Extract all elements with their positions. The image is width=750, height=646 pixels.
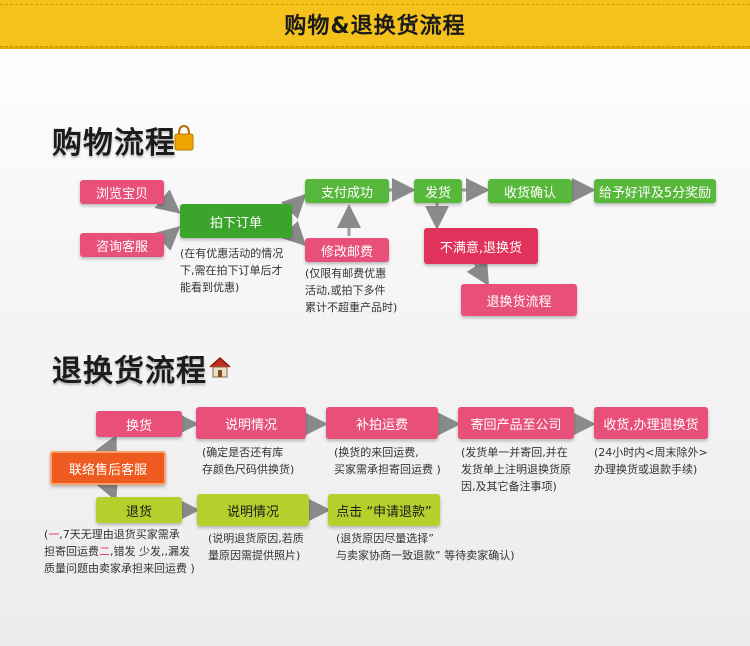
postage-note: (仅限有邮费优惠 活动,或拍下多件 累计不超重产品时) bbox=[305, 267, 398, 314]
browse-products-step: 浏览宝贝 bbox=[80, 180, 164, 204]
header-banner: 购物&退换货流程 bbox=[0, 0, 750, 47]
return-flow-step: 退换货流程 bbox=[461, 284, 577, 316]
send-back-note: (发货单一并寄回,并在 发货单上注明退换货原 因,及其它备注事项) bbox=[461, 446, 571, 493]
house-icon bbox=[209, 356, 231, 378]
consult-service-step: 咨询客服 bbox=[80, 233, 164, 257]
returns-section-title: 退换货流程 bbox=[52, 354, 207, 389]
contact-aftersales-step: 联络售后客服 bbox=[50, 451, 166, 485]
explain-exchange-step: 说明情况 bbox=[196, 407, 306, 439]
explain-exchange-note: (确定是否还有库 存颜色尺码供换货) bbox=[202, 446, 295, 476]
shopping-bag-icon bbox=[174, 124, 194, 151]
repay-shipping-note: (换货的来回运费, 买家需承担寄回运费 ) bbox=[334, 446, 441, 476]
place-order-step: 拍下订单 bbox=[180, 204, 292, 238]
repay-shipping-step: 补拍运费 bbox=[326, 407, 438, 439]
ship-step: 发货 bbox=[414, 179, 462, 203]
page-title: 购物&退换货流程 bbox=[284, 14, 466, 39]
explain-refund-step: 说明情况 bbox=[197, 494, 309, 526]
review-reward-step: 给予好评及5分奖励 bbox=[594, 179, 716, 203]
unsatisfied-return-step: 不满意,退换货 bbox=[424, 228, 538, 264]
exchange-step: 换货 bbox=[96, 411, 182, 437]
send-back-step: 寄回产品至公司 bbox=[458, 407, 574, 439]
explain-refund-note: (说明退货原因,若质 量原因需提供照片) bbox=[208, 532, 304, 562]
receive-process-step: 收货,办理退换货 bbox=[594, 407, 708, 439]
apply-refund-step: 点击 “申请退款” bbox=[328, 494, 440, 526]
receive-process-note: (24小时内<周末除外> 办理换货或退款手续) bbox=[594, 446, 708, 476]
refund-note: (一,7天无理由退货买家需承 担寄回运费二,错发 少发,,漏发 质量问题由卖家承… bbox=[44, 528, 195, 575]
confirm-receipt-step: 收货确认 bbox=[488, 179, 572, 203]
shopping-section-title: 购物流程 bbox=[52, 126, 176, 161]
refund-step: 退货 bbox=[96, 497, 182, 523]
apply-refund-note: (退货原因尽量选择” 与卖家协商一致退款” 等待卖家确认) bbox=[336, 532, 515, 562]
modify-postage-step: 修改邮费 bbox=[305, 238, 389, 262]
payment-success-step: 支付成功 bbox=[305, 179, 389, 203]
order-note: (在有优惠活动的情况 下,需在拍下订单后才 能看到优惠) bbox=[180, 247, 284, 294]
